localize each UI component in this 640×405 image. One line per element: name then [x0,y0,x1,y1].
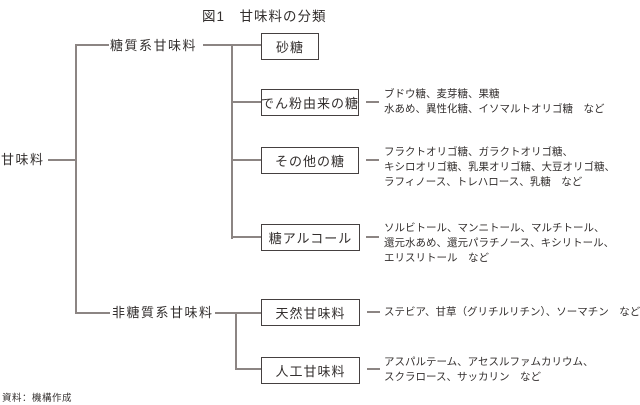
connector-group2-trunk [235,312,237,370]
node-box-other-sugars: その他の糖 [261,147,359,174]
connector-stub-artificial [235,368,261,370]
connector-stub-starch [231,101,261,103]
dash-natural [367,311,380,313]
examples-starch-derived: ブドウ糖、麦芽糖、果糖 水あめ、異性化糖、イソマルトオリゴ糖 など [384,87,605,117]
node-box-starch-derived: でん粉由来の糖 [261,89,359,116]
node-box-sugar: 砂糖 [261,33,319,60]
example-line: エリスリトール など [384,252,489,264]
example-line: ラフィノース、トレハロース、乳糖 など [384,176,583,188]
group-label-sugar-based: 糖質系甘味料 [110,38,198,53]
example-line: フラクトオリゴ糖、ガラクトオリゴ糖、 [384,146,573,158]
node-label-sugar-alcohol: 糖アルコール [268,231,353,246]
example-line: 還元水あめ、還元パラチノース、キシリトール、 [384,237,615,249]
examples-artificial: アスパルテーム、アセスルファムカリウム、 スクラロース、サッカリン など [384,355,593,385]
node-label-sugar: 砂糖 [275,40,304,55]
example-line: ソルビトール、マンニトール、マルチトール、 [384,222,605,234]
source-note: 資料：機構作成 [2,393,73,404]
connector-root-horizontal [48,159,77,161]
examples-natural: ステビア、甘草（グリチルリチン）、ソーマチン など [384,305,640,320]
example-line: ブドウ糖、麦芽糖、果糖 [384,88,500,100]
example-line: アスパルテーム、アセスルファムカリウム、 [384,356,594,368]
examples-other-sugars: フラクトオリゴ糖、ガラクトオリゴ糖、 キシロオリゴ糖、乳果オリゴ糖、大豆オリゴ糖… [384,145,615,190]
connector-stub-other-sugars [231,159,261,161]
example-line: ステビア、甘草（グリチルリチン）、ソーマチン など [384,306,640,318]
connector-stub-sugar-alcohol [231,236,261,238]
connector-group1-trunk [231,44,233,239]
figure-title: 図1 甘味料の分類 [202,9,327,24]
node-box-natural: 天然甘味料 [261,299,360,326]
connector-main-trunk [75,44,77,314]
root-node-label: 甘味料 [1,152,45,167]
example-line: スクラロース、サッカリン など [384,371,541,383]
dash-other-sugars [366,159,379,161]
group-label-non-sugar: 非糖質系甘味料 [112,305,214,320]
connector-group2-left [75,312,110,314]
examples-sugar-alcohol: ソルビトール、マンニトール、マルチトール、 還元水あめ、還元パラチノース、キシリ… [384,221,614,266]
node-label-natural: 天然甘味料 [275,306,346,321]
dash-sugar-alcohol [366,236,379,238]
dash-artificial [367,368,380,370]
connector-group2-right [215,312,262,314]
connector-group1-left [75,44,109,46]
example-line: キシロオリゴ糖、乳果オリゴ糖、大豆オリゴ糖、 [384,161,615,173]
node-label-starch-derived: でん粉由来の糖 [261,96,360,111]
dash-starch-derived [366,101,379,103]
example-line: 水あめ、異性化糖、イソマルトオリゴ糖 など [384,103,605,115]
node-box-artificial: 人工甘味料 [261,357,360,384]
node-label-other-sugars: その他の糖 [274,154,345,169]
node-box-sugar-alcohol: 糖アルコール [261,224,360,251]
node-label-artificial: 人工甘味料 [275,364,346,379]
